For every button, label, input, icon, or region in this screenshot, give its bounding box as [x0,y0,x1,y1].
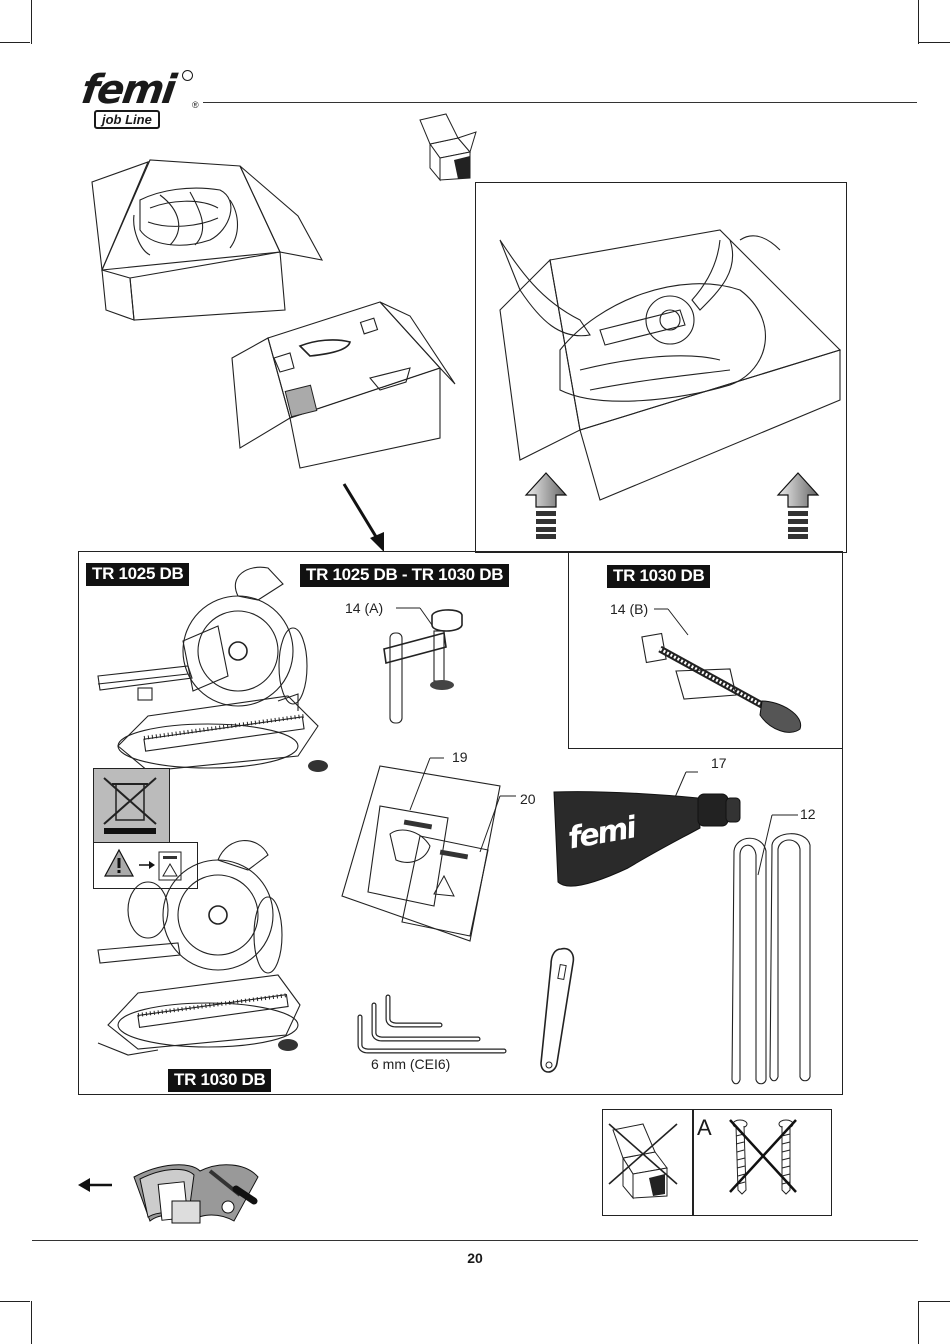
arrow-up-icon [778,473,818,539]
crop-mark-tr-h [919,42,950,43]
pointer-arrow [340,482,390,554]
weee-bin-icon [102,776,158,834]
logo-circle-icon [182,70,193,81]
crop-mark-br-v [918,1301,919,1344]
hold-down-clamp-a [370,603,480,728]
blade-wrench [535,945,585,1080]
logo-wordmark: femi [79,70,177,110]
logo-subtext: job Line [94,110,160,129]
model-label-tr1030-bottom: TR 1030 DB [168,1069,271,1092]
miter-saw-tr1030 [88,835,313,1065]
support-extension-rods [722,815,827,1085]
miter-saw-tr1025 [88,566,333,788]
crop-mark-bl-v [31,1301,32,1344]
disposal-panel-divider [692,1110,694,1215]
callout-dust-bag: 17 [711,755,727,771]
crossed-box-icon [607,1118,687,1200]
manual-book-icon [340,756,530,946]
crop-mark-tl-h [0,42,30,43]
open-box-with-packaging [90,160,330,320]
model-label-tr1030: TR 1030 DB [607,565,710,588]
crossed-screws-icon [724,1116,804,1196]
crop-mark-br-h [919,1301,950,1302]
open-box-icon [418,112,480,180]
callout-allen-key: 6 mm (CEI6) [371,1056,450,1072]
crop-mark-tl-v [31,0,32,44]
arrow-left-icon [78,1177,114,1193]
screw-box-letter: A [697,1116,712,1140]
page-number: 20 [458,1250,492,1266]
crop-mark-bl-h [0,1301,30,1302]
arrow-up-icon [526,473,566,539]
lifting-saw-from-box [480,200,840,500]
crop-mark-tr-v [918,0,919,44]
box-with-foam-insert [230,298,460,473]
logo-registered: ® [192,100,199,110]
hold-down-clamp-b [640,605,810,740]
manual-with-tools-icon [130,1155,265,1233]
allen-keys [352,995,512,1055]
footer-rule [32,1240,918,1241]
header-rule [203,102,917,103]
brand-logo: femi ® job Line [82,70,202,132]
